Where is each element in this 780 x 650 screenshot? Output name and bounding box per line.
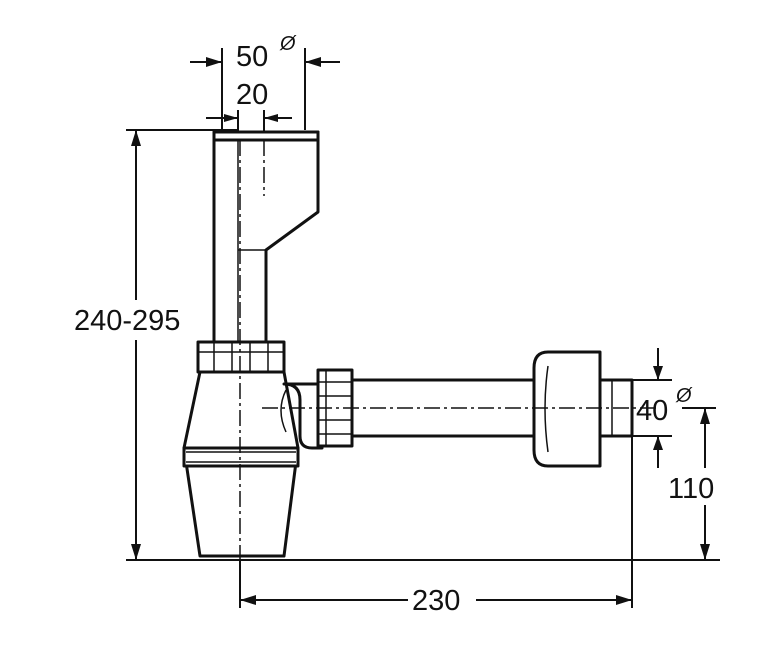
bottle-outlet-stub [282, 382, 324, 450]
w230-arrow-right [616, 595, 632, 605]
top-nut [196, 340, 286, 374]
label-outlet-height: 110 [668, 473, 714, 505]
height-arrow-bottom [131, 544, 141, 560]
d50-arrow-right [305, 57, 321, 67]
wall-rosette [532, 350, 602, 468]
d20-arrow-left [224, 114, 238, 122]
label-outlet-diameter-symbol: Ø [675, 385, 693, 407]
inner-curve [280, 389, 287, 433]
siphon [182, 130, 634, 558]
d40-arrow-top [653, 366, 663, 380]
w230-arrow-left [240, 595, 256, 605]
d50-arrow-left [206, 57, 222, 67]
h110-arrow-bottom [700, 544, 710, 560]
height-arrow-top [131, 130, 141, 146]
dimension-lines [126, 48, 720, 608]
d40-arrow-bottom [653, 436, 663, 450]
label-outlet-length: 230 [412, 585, 460, 617]
bottle-band [182, 446, 300, 468]
bottle-cup [184, 460, 298, 558]
label-top-offset: 20 [236, 79, 268, 111]
d20-arrow-right [264, 114, 278, 122]
inlet-pipe [212, 130, 320, 344]
label-top-diameter: 50 [236, 41, 268, 73]
h110-arrow-top [700, 408, 710, 424]
label-top-diameter-symbol: Ø [279, 33, 297, 55]
dimension-labels: 50 Ø 20 240-295 40 Ø 110 230 [74, 33, 714, 617]
inlet-rim [212, 130, 320, 142]
label-height-range: 240-295 [74, 305, 180, 337]
center-lines [239, 140, 660, 600]
label-outlet-diameter: 40 [636, 395, 668, 427]
